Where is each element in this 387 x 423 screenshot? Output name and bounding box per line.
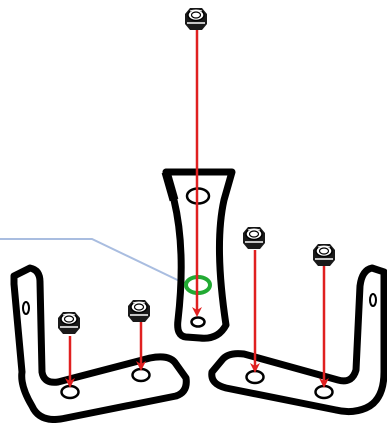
nut-right-1 (242, 226, 266, 250)
nut-center-top (184, 7, 208, 31)
nut-left-1 (57, 311, 81, 335)
callout-line (0, 238, 191, 287)
left-bracket-hole-2 (131, 367, 151, 383)
nut-right-2 (312, 243, 336, 267)
left-bracket-hole-1 (60, 384, 80, 400)
right-bracket-hole-1 (245, 369, 265, 385)
right-bracket-hole-2 (314, 384, 334, 400)
right-angle-bracket (208, 264, 387, 416)
nut-left-2 (127, 299, 151, 323)
right-bracket-side-hole (369, 293, 377, 307)
left-angle-bracket (10, 264, 190, 423)
left-bracket-side-hole (22, 301, 30, 315)
center-bracket (161, 168, 236, 342)
center-bracket-bottom-hole (190, 316, 206, 328)
